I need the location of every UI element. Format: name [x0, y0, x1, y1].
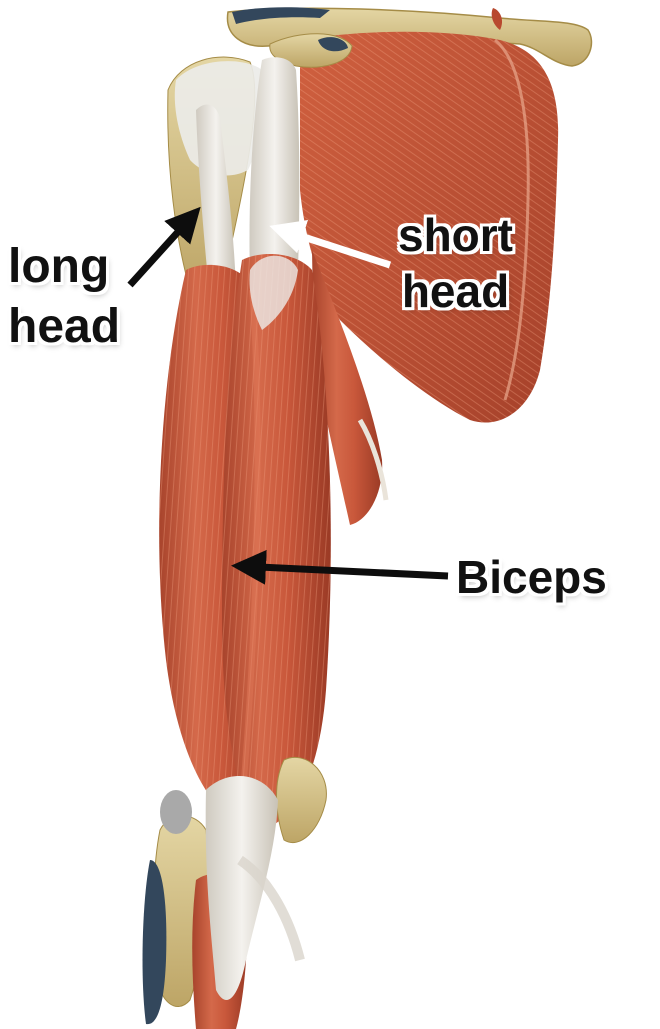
short-head-label: short head [398, 212, 513, 314]
elbow-joint [160, 790, 192, 834]
long-head-tendon [196, 104, 236, 301]
elbow-bone-right [276, 756, 327, 843]
short-head-label-line2: head [401, 265, 510, 317]
biceps-label-text: Biceps [456, 551, 607, 603]
long-head-label-line1: long [8, 240, 110, 293]
biceps-arrow [231, 549, 449, 585]
long-head-label: long head [8, 243, 120, 351]
clavicle-cartilage [232, 7, 330, 24]
chest-muscle-edge [494, 38, 530, 401]
long-head-arrow [127, 206, 201, 288]
coracobrachialis [312, 250, 383, 525]
short-head-arrow [269, 219, 392, 269]
distal-biceps-tendon [205, 776, 278, 1000]
long-head-label-line2: head [8, 300, 121, 353]
biceps-label: Biceps [456, 554, 607, 600]
short-head-label-line1: short [398, 209, 513, 261]
